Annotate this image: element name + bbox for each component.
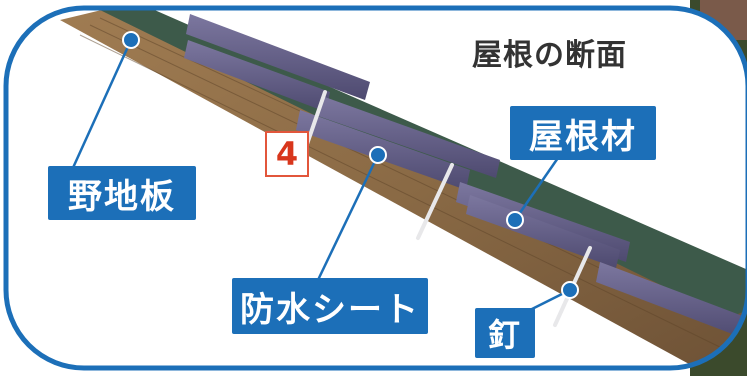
diagram-title: 屋根の断面 xyxy=(472,38,627,73)
slate-2 xyxy=(184,40,330,112)
dot-bousui xyxy=(369,146,387,164)
label-bousui: 防水シート xyxy=(232,278,428,334)
slate-1 xyxy=(186,14,370,100)
dot-yanezai xyxy=(506,211,524,229)
diagram-frame xyxy=(3,5,747,371)
slate-6 xyxy=(466,195,620,268)
roof-material-slates xyxy=(184,14,747,340)
leader-nojiita xyxy=(70,39,133,171)
step-number-marker: 4 xyxy=(265,131,309,177)
slate-7 xyxy=(596,262,747,340)
leader-bousui xyxy=(316,154,380,281)
dot-kugi xyxy=(561,281,579,299)
leader-yanezai xyxy=(513,154,562,221)
slate-3 xyxy=(318,96,500,178)
label-kugi: 釘 xyxy=(475,308,535,358)
nail-2 xyxy=(416,163,454,240)
label-nojiita: 野地板 xyxy=(48,166,196,220)
label-yanezai: 屋根材 xyxy=(510,106,656,160)
dot-nojiita xyxy=(122,31,140,49)
